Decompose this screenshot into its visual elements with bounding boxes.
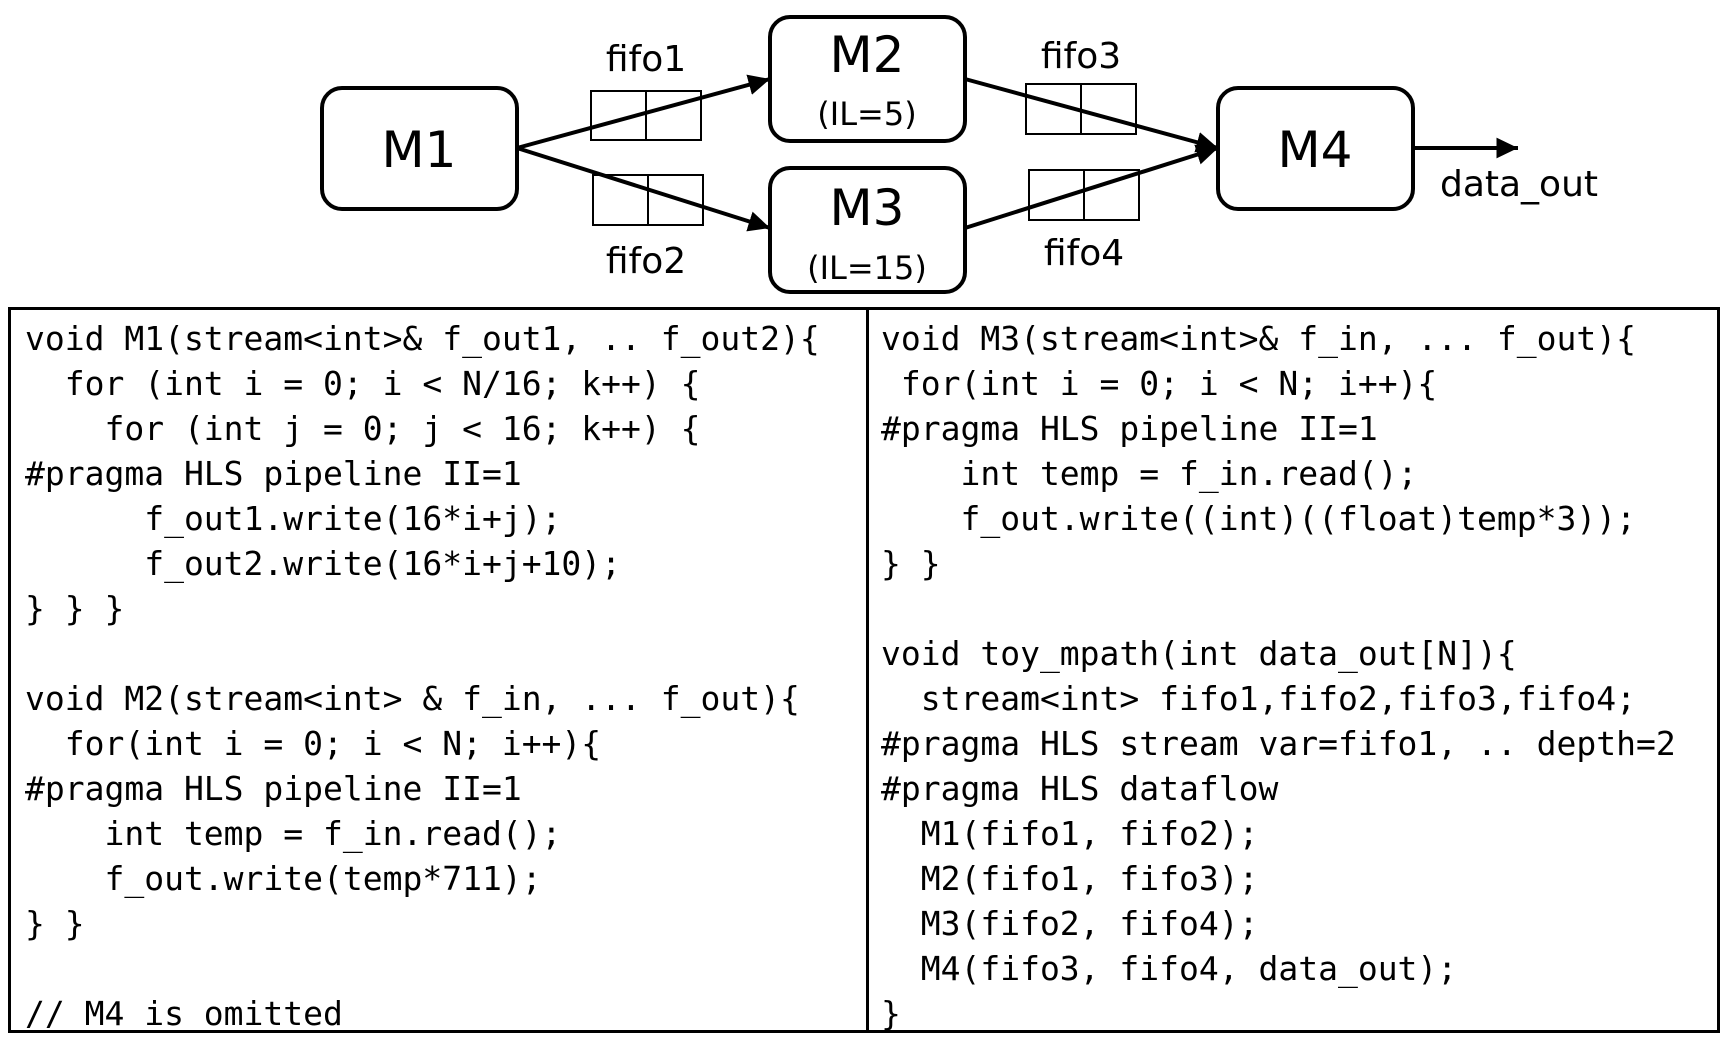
- data-out-label: data_out: [1440, 164, 1598, 205]
- code-line: } }: [881, 544, 941, 583]
- code-line: void M1(stream<int>& f_out1, .. f_out2){: [25, 319, 820, 358]
- edge-m1-m2: [516, 74, 771, 150]
- node-m4-label: M4: [1278, 121, 1353, 179]
- code-line: for(int i = 0; i < N; i++){: [25, 724, 602, 763]
- code-line: f_out.write(temp*711);: [25, 859, 542, 898]
- code-line: [25, 631, 866, 676]
- code-line: } } }: [25, 589, 125, 628]
- code-line: int temp = f_in.read();: [881, 454, 1418, 493]
- code-column-left: void M1(stream<int>& f_out1, .. f_out2){…: [11, 310, 869, 1030]
- edge-m1-m3: [516, 146, 771, 232]
- code-line: }: [881, 994, 901, 1030]
- code-line: stream<int> fifo1,fifo2,fifo3,fifo4;: [881, 679, 1636, 718]
- code-line: #pragma HLS pipeline II=1: [25, 454, 522, 493]
- code-line: // M4 is omitted: [25, 994, 343, 1030]
- node-m2-sub: (IL=5): [817, 95, 916, 133]
- code-line: [25, 946, 866, 991]
- code-line: for (int i = 0; i < N/16; k++) {: [25, 364, 701, 403]
- fifo3-label: fifo3: [1041, 36, 1121, 77]
- node-m3-sub: (IL=15): [807, 249, 927, 287]
- edge-m3-m4: [964, 144, 1219, 230]
- dataflow-diagram: M1 M2 (IL=5) M3 (IL=15) M4 fifo1 fifo2 f…: [320, 15, 1598, 294]
- code-panel: void M1(stream<int>& f_out1, .. f_out2){…: [8, 307, 1720, 1033]
- edge-m2-m4: [964, 77, 1219, 153]
- node-m2: M2 (IL=5): [768, 15, 967, 143]
- node-m1-label: M1: [382, 121, 457, 179]
- code-line: f_out1.write(16*i+j);: [25, 499, 562, 538]
- code-line: #pragma HLS pipeline II=1: [881, 409, 1378, 448]
- node-m3: M3 (IL=15): [768, 166, 967, 294]
- fifo2-label: fifo2: [606, 241, 686, 282]
- code-line: M4(fifo3, fifo4, data_out);: [881, 949, 1458, 988]
- code-line: #pragma HLS stream var=fifo1, .. depth=2: [881, 724, 1676, 763]
- fifo4-label: fifo4: [1044, 233, 1124, 274]
- code-line: f_out.write((int)((float)temp*3));: [881, 499, 1636, 538]
- code-line: #pragma HLS dataflow: [881, 769, 1279, 808]
- code-line: M3(fifo2, fifo4);: [881, 904, 1259, 943]
- code-line: void M3(stream<int>& f_in, ... f_out){: [881, 319, 1636, 358]
- code-line: #pragma HLS pipeline II=1: [25, 769, 522, 808]
- fifo2-buffer: [592, 174, 704, 226]
- node-m3-label: M3: [830, 179, 905, 237]
- code-line: M2(fifo1, fifo3);: [881, 859, 1259, 898]
- code-line: void toy_mpath(int data_out[N]){: [881, 634, 1517, 673]
- code-line: for(int i = 0; i < N; i++){: [881, 364, 1438, 403]
- code-line: void M2(stream<int> & f_in, ... f_out){: [25, 679, 800, 718]
- fifo4-buffer: [1028, 169, 1140, 221]
- code-line: M1(fifo1, fifo2);: [881, 814, 1259, 853]
- fifo3-buffer: [1025, 83, 1137, 135]
- node-m2-label: M2: [830, 26, 905, 84]
- code-column-right: void M3(stream<int>& f_in, ... f_out){ f…: [869, 310, 1717, 1030]
- code-line: int temp = f_in.read();: [25, 814, 562, 853]
- code-line: for (int j = 0; j < 16; k++) {: [25, 409, 701, 448]
- code-line: [881, 586, 1717, 631]
- node-m1: M1: [320, 86, 519, 211]
- code-line: f_out2.write(16*i+j+10);: [25, 544, 622, 583]
- node-m4: M4: [1216, 86, 1415, 211]
- code-line: } }: [25, 904, 85, 943]
- fifo1-label: fifo1: [606, 39, 686, 80]
- fifo1-buffer: [590, 90, 702, 141]
